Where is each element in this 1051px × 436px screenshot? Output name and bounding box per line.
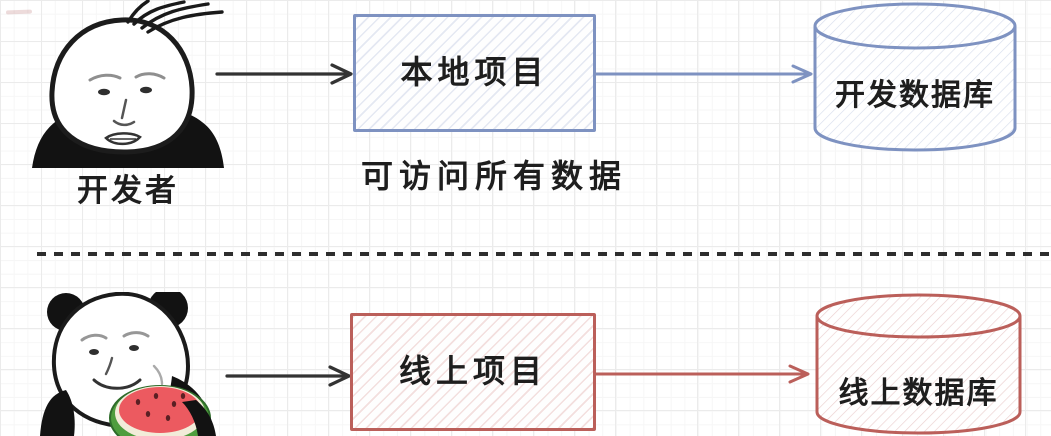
arrow-user-to-online bbox=[225, 365, 351, 387]
head-shape bbox=[49, 17, 195, 155]
developer-actor-label: 开发者 bbox=[77, 173, 179, 208]
dev-database-cylinder bbox=[813, 2, 1017, 152]
online-database-cylinder bbox=[815, 293, 1022, 435]
developer-meme-face-icon bbox=[32, 0, 224, 168]
panda-hand-over-melon bbox=[182, 400, 216, 436]
dev-database-label: 开发数据库 bbox=[835, 79, 995, 112]
arrow-local-to-devdb bbox=[596, 64, 813, 84]
online-database-label: 线上数据库 bbox=[838, 377, 999, 410]
online-project-label: 线上项目 bbox=[398, 353, 547, 390]
panda-watermelon-meme-face-icon bbox=[40, 292, 216, 436]
stray-mark bbox=[5, 9, 33, 15]
watermelon-icon bbox=[109, 385, 211, 436]
online-project-box: 线上项目 bbox=[350, 313, 596, 431]
arrow-developer-to-local bbox=[215, 63, 353, 85]
panda-face-features bbox=[80, 331, 164, 390]
data-access-caption: 可访问所有数据 bbox=[361, 158, 628, 194]
panda-left-arm bbox=[40, 390, 75, 436]
arrow-online-to-proddb bbox=[595, 364, 810, 384]
hair-strands bbox=[126, 0, 224, 34]
local-project-label: 本地项目 bbox=[400, 54, 549, 91]
local-project-box: 本地项目 bbox=[353, 14, 596, 132]
face-features bbox=[88, 72, 166, 146]
environment-divider bbox=[37, 252, 1051, 256]
